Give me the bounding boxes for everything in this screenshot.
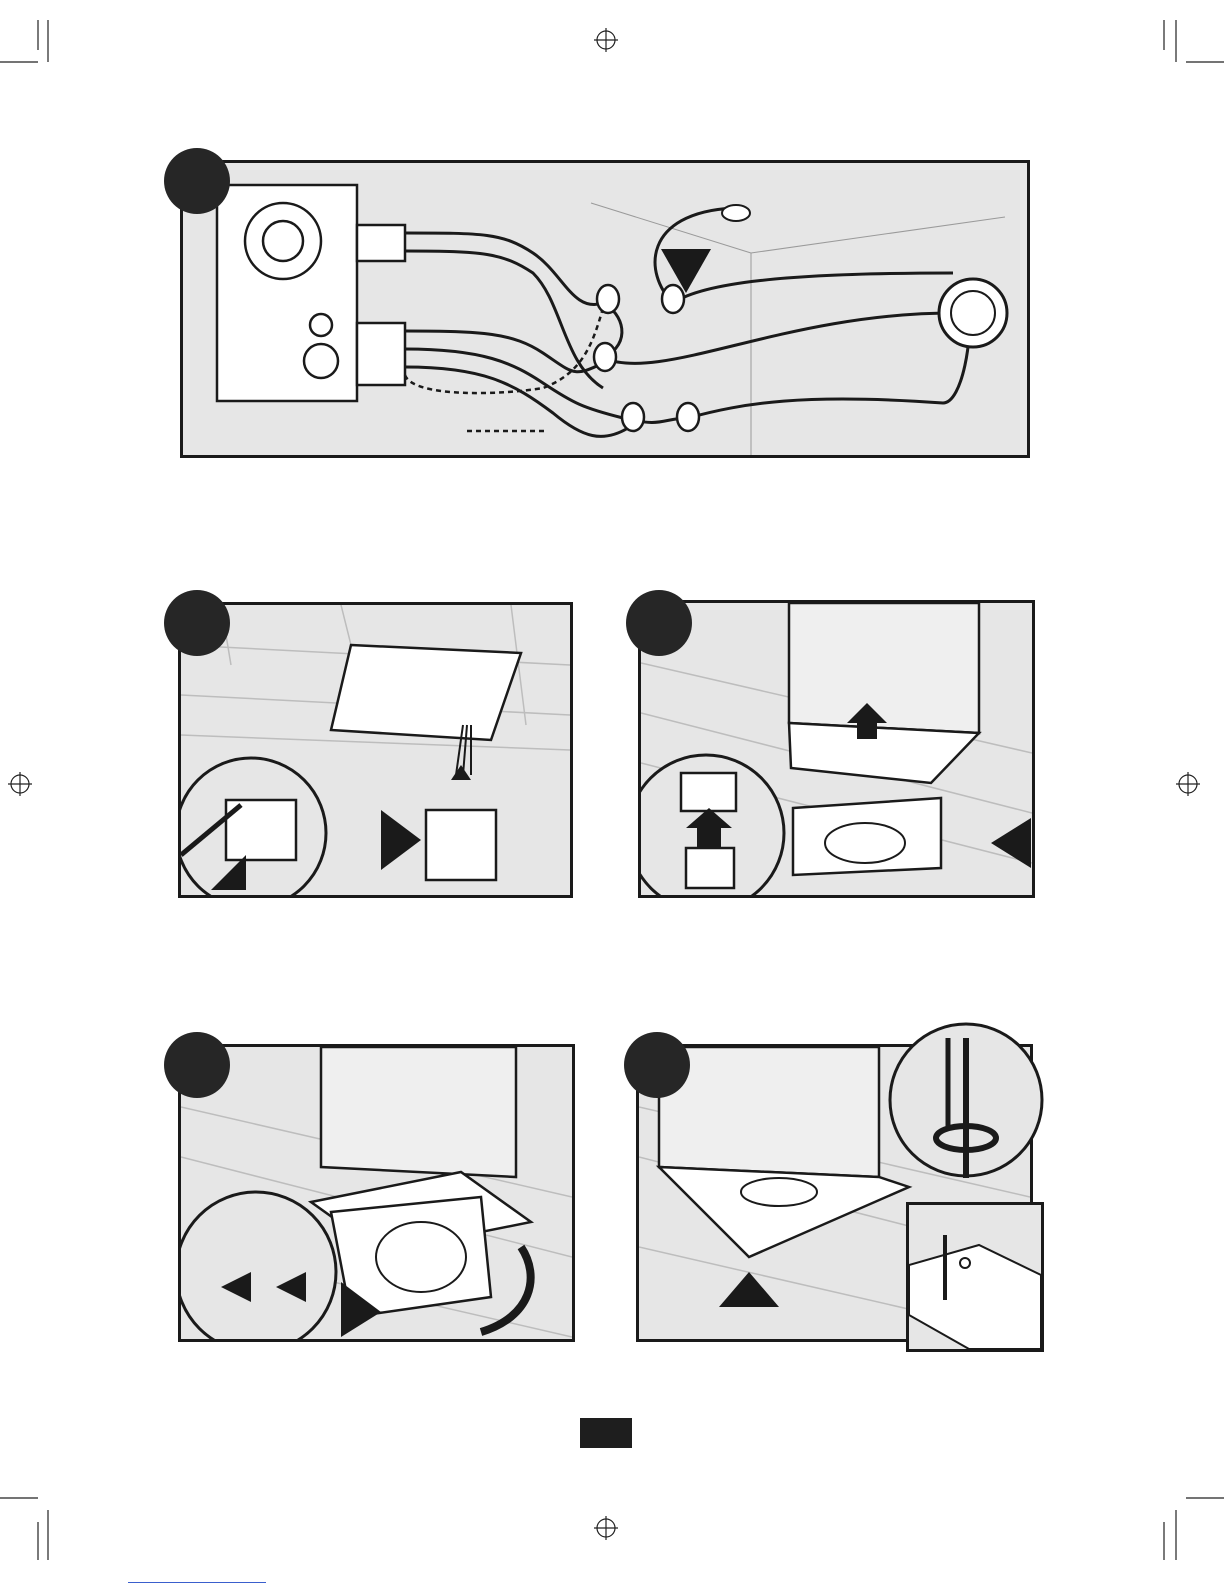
screw-inset-square	[906, 1202, 1044, 1352]
wiring-diagram-panel	[180, 160, 1030, 458]
plug-connection-panel	[638, 600, 1035, 898]
blower-insertion	[181, 1047, 572, 1339]
plug-connection	[641, 603, 1032, 895]
junction-box-removal	[181, 605, 570, 895]
wiring-diagram	[183, 163, 1027, 455]
step-badge-1	[164, 148, 230, 214]
blower-insertion-panel	[178, 1044, 575, 1342]
arrow-triangle-icon	[381, 810, 421, 870]
screw-inset-circle	[888, 1018, 1048, 1188]
step-badge-5	[624, 1032, 690, 1098]
step-badge-2	[164, 590, 230, 656]
page-number-box	[580, 1418, 632, 1448]
step-badge-4	[164, 1032, 230, 1098]
junction-box-panel	[178, 602, 573, 898]
footer-link-line	[128, 1582, 266, 1583]
step-badge-3	[626, 590, 692, 656]
arrow-triangle-icon	[991, 818, 1031, 868]
